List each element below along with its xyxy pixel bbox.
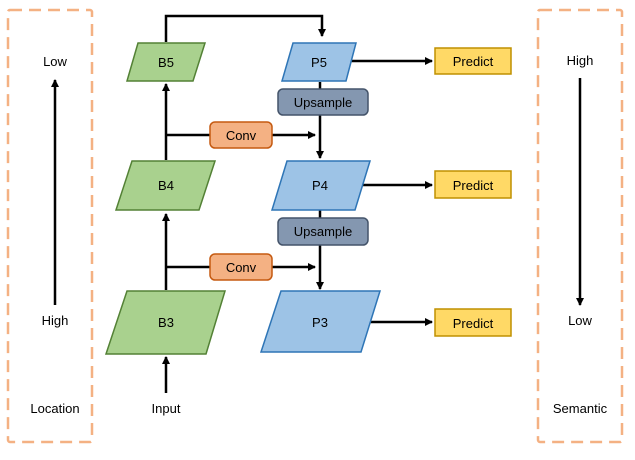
b5-to-p5-connector [164,14,326,42]
left-bottom-label: High [42,313,69,328]
node-p4: P4 [270,160,372,211]
node-b3: B3 [104,290,227,355]
left-top-label: Low [43,54,67,69]
semantic-caption: Semantic [553,401,608,416]
right-dashed-panel [536,8,624,444]
node-p5: P5 [281,42,357,82]
conv-top-label: Conv [226,128,257,143]
node-p3: P3 [259,290,382,353]
right-top-label: High [567,53,594,68]
node-p4-label: P4 [312,178,328,193]
conv-box-top: Conv [209,121,273,149]
node-b4: B4 [114,160,217,211]
node-p3-label: P3 [312,315,328,330]
input-label: Input [152,401,181,416]
node-p5-label: P5 [311,55,327,70]
predict-p3-label: Predict [453,316,494,331]
node-b3-label: B3 [158,315,174,330]
predict-box-p5: Predict [434,47,512,75]
predict-box-p3: Predict [434,308,512,337]
upsample-bottom-label: Upsample [294,224,353,239]
predict-box-p4: Predict [434,170,512,199]
conv-box-bottom: Conv [209,253,273,281]
upsample-top-label: Upsample [294,95,353,110]
node-b5: B5 [126,42,207,82]
left-dashed-panel [6,8,94,444]
predict-p5-label: Predict [453,54,494,69]
predict-p4-label: Predict [453,178,494,193]
upsample-box-top: Upsample [277,88,369,116]
node-b4-label: B4 [158,178,174,193]
node-b5-label: B5 [158,55,174,70]
location-caption: Location [30,401,79,416]
conv-bottom-label: Conv [226,260,257,275]
right-bottom-label: Low [568,313,592,328]
upsample-box-bottom: Upsample [277,217,369,246]
